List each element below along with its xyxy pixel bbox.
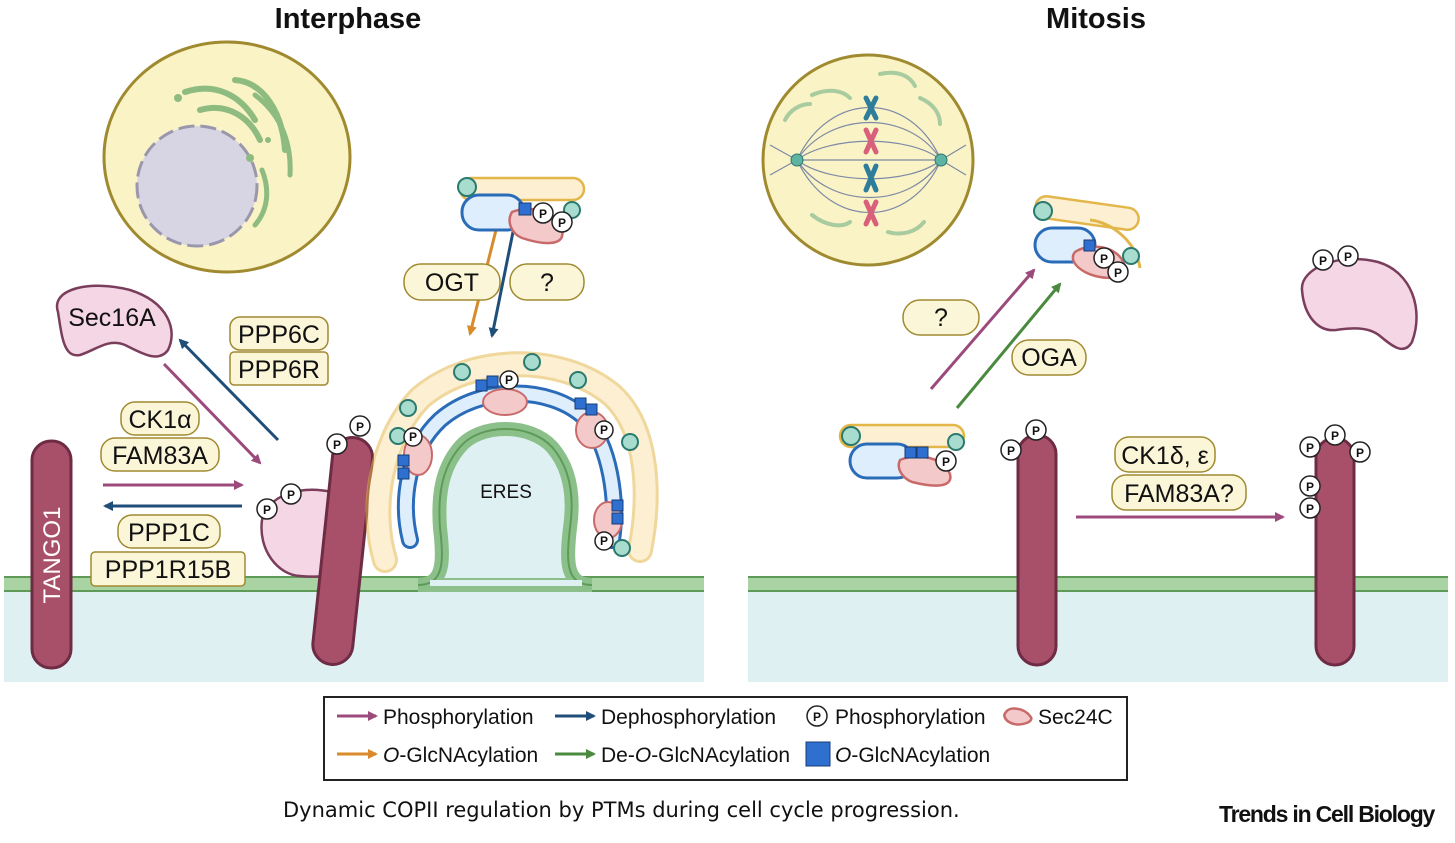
ck1a-box: CK1α <box>120 401 200 436</box>
sec16a-mitosis <box>1300 257 1418 351</box>
eres-dome <box>417 422 593 592</box>
mitosis-panel: ? OGA CK1δ, ε FAM83A? P <box>748 53 1448 682</box>
svg-text:PPP6R: PPP6R <box>238 356 320 384</box>
svg-text:OGA: OGA <box>1021 344 1077 372</box>
svg-text:PPP6C: PPP6C <box>238 321 320 349</box>
legend-oglcnac-label: O-GlcNAcylation <box>383 744 538 767</box>
svg-text:PPP1C: PPP1C <box>128 519 210 547</box>
svg-text:P: P <box>558 216 566 230</box>
svg-text:PPP1R15B: PPP1R15B <box>105 556 231 584</box>
tango1-mitosis-left <box>1016 433 1058 667</box>
svg-text:P: P <box>1344 250 1352 264</box>
phosphorylation-arrow-down <box>162 362 262 465</box>
copii-complex-mitosis-bottom: P <box>838 423 966 487</box>
svg-text:P: P <box>1356 446 1364 460</box>
glcnac-squares-coat <box>397 375 624 525</box>
svg-text:P: P <box>409 430 417 444</box>
fam83a-question-box: FAM83A? <box>1111 474 1247 511</box>
phospho-pair-top: P P <box>532 202 573 233</box>
phospho-marks-sec16a-mitosis: P P <box>1312 245 1359 271</box>
phospho-marks-tango1-mitosis-left: P P <box>1000 419 1047 461</box>
fam83a-box: FAM83A <box>100 437 220 472</box>
ppp6r-box: PPP6R <box>229 351 329 386</box>
svg-text:P: P <box>1306 502 1314 516</box>
mitotic-cell-illustration <box>761 53 975 267</box>
legend-sec24c-label: Sec24C <box>1038 706 1113 729</box>
legend-phosphorylation-label: Phosphorylation <box>383 706 534 729</box>
svg-text:P: P <box>539 207 547 221</box>
journal-brand: Trends in Cell Biology <box>1219 801 1435 827</box>
svg-text:P: P <box>1114 266 1122 280</box>
svg-text:P: P <box>1331 429 1339 443</box>
svg-text:P: P <box>1319 254 1327 268</box>
svg-text:P: P <box>1007 444 1015 458</box>
unknown-enzyme-right: ? <box>902 299 980 336</box>
svg-text:P: P <box>333 438 341 452</box>
tango1-tilted <box>311 435 375 666</box>
svg-text:OGT: OGT <box>425 269 479 297</box>
ck1de-box: CK1δ, ε <box>1114 436 1216 473</box>
svg-text:P: P <box>505 373 513 387</box>
legend-phospho-mark <box>806 705 828 727</box>
svg-text:P: P <box>1032 424 1040 438</box>
interphase-title: Interphase <box>275 3 422 35</box>
svg-text:FAM83A: FAM83A <box>112 442 208 470</box>
svg-text:P: P <box>813 710 821 724</box>
de-oglcnac-arrow <box>955 282 1062 409</box>
ogt-box: OGT <box>403 263 501 301</box>
svg-text:CK1α: CK1α <box>128 406 191 434</box>
legend: Phosphorylation Dephosphorylation P Phos… <box>323 696 1128 781</box>
svg-text:?: ? <box>934 304 948 332</box>
svg-text:P: P <box>600 423 608 437</box>
phospho-marks-sec16a: P P <box>256 483 302 520</box>
ppp1c-box: PPP1C <box>117 514 221 549</box>
svg-text:?: ? <box>540 269 554 297</box>
copii-complex-mitosis-top: P P <box>1033 195 1142 283</box>
eres-label: ERES <box>480 482 532 503</box>
er-membrane-right <box>748 576 1448 592</box>
interphase-cell-illustration <box>102 40 352 274</box>
svg-text:CK1δ, ε: CK1δ, ε <box>1121 442 1209 470</box>
ppp6c-box: PPP6C <box>229 316 329 351</box>
svg-text:P: P <box>356 420 364 434</box>
sec16a-protein <box>55 284 173 358</box>
svg-text:P: P <box>1306 441 1314 455</box>
svg-text:P: P <box>942 455 950 469</box>
legend-dephosphorylation-label: Dephosphorylation <box>601 706 776 729</box>
svg-text:P: P <box>263 503 271 517</box>
dephosphorylation-arrow-up <box>178 338 280 442</box>
legend-de-oglcnac-label: De-O-GlcNAcylation <box>601 744 790 767</box>
tango1-label: TANGO1 <box>39 507 66 604</box>
phosphorylation-arrow-mitosis <box>929 268 1036 390</box>
svg-text:P: P <box>1100 252 1108 266</box>
svg-text:FAM83A?: FAM83A? <box>1124 480 1234 508</box>
phospho-marks-coat: P P P P <box>403 370 614 551</box>
svg-text:P: P <box>1306 480 1314 494</box>
svg-text:P: P <box>287 488 295 502</box>
figure-caption: Dynamic COPII regulation by PTMs during … <box>283 798 960 822</box>
legend-glcnac-label: O-GlcNAcylation <box>835 744 990 767</box>
sec23-beads <box>389 353 639 557</box>
ppp1r15b-box: PPP1R15B <box>90 551 246 587</box>
unknown-enzyme-left: ? <box>509 263 585 301</box>
legend-phospho-mark-label: Phosphorylation <box>835 706 986 729</box>
sec16a-label: Sec16A <box>68 304 156 332</box>
dephosphorylation-arrow-coat <box>488 221 517 338</box>
interphase-panel: ERES TANGO1 Sec16A <box>4 40 704 682</box>
legend-glcnac-square <box>805 741 831 767</box>
copii-complex-top <box>457 176 586 245</box>
tango1-protein <box>30 439 73 670</box>
tango1-mitosis-right <box>1314 436 1356 667</box>
svg-text:P: P <box>600 534 608 548</box>
phospho-marks-tango1-mitosis-right: P P P P P <box>1299 424 1371 519</box>
oga-box: OGA <box>1011 339 1087 376</box>
legend-sec24c-icon <box>1003 707 1033 726</box>
sec24c-units <box>403 388 623 539</box>
mitosis-title: Mitosis <box>1046 3 1146 35</box>
phospho-marks-tango1-left: P P <box>326 415 371 455</box>
